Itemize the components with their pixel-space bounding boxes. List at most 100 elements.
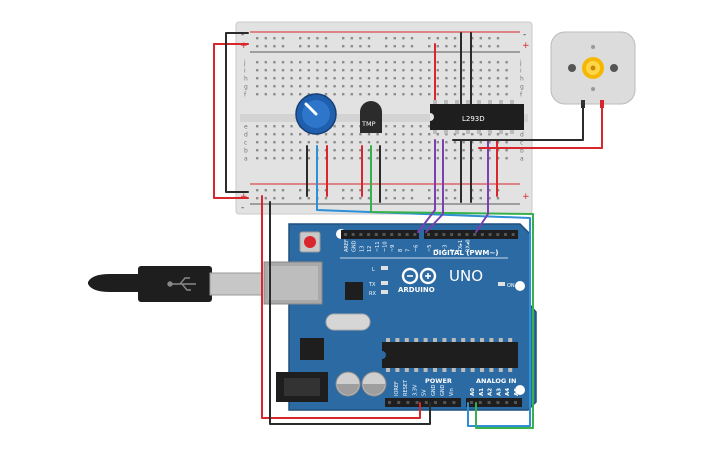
power-pin-label: IOREF xyxy=(394,381,400,396)
wire-black-rail-left xyxy=(225,32,249,193)
motor-gear-icon xyxy=(582,57,604,79)
wire-red-5v xyxy=(261,195,421,419)
power-pin-label: 5V xyxy=(422,389,428,396)
digital-header-left xyxy=(341,230,419,239)
rail-minus-top-left: - xyxy=(241,30,244,40)
uno-model-label: UNO xyxy=(449,267,483,285)
row-letter: d xyxy=(244,132,248,139)
wire-green-tmp-out xyxy=(370,145,534,429)
l293d-label: L293D xyxy=(462,115,485,123)
power-pin-label: RESET xyxy=(403,379,409,396)
digital-pin-label: ~9 xyxy=(390,245,396,252)
wire-purple-pin3 xyxy=(475,139,489,233)
row-letter: g xyxy=(520,84,524,91)
led-l-label: L xyxy=(372,267,375,273)
row-letter: h xyxy=(520,76,524,83)
crystal-oscillator xyxy=(325,313,371,331)
tmp-label: TMP xyxy=(361,120,376,128)
power-pin-label: GND xyxy=(440,384,446,396)
analog-in-label: ANALOG IN xyxy=(476,377,516,385)
dc-motor[interactable] xyxy=(550,31,636,108)
digital-pwm-label: DIGITAL (PWM~) xyxy=(433,249,498,257)
row-letter: f xyxy=(244,92,247,99)
row-letter: a xyxy=(520,156,524,163)
digital-pin-label: ~3 xyxy=(442,245,448,252)
led-rx xyxy=(381,290,388,294)
digital-pin-label: 2 xyxy=(450,249,456,252)
led-tx-label: TX xyxy=(368,282,376,288)
l293d-chip[interactable] xyxy=(430,100,524,134)
potentiometer[interactable] xyxy=(295,93,337,135)
wire-black-gnd xyxy=(269,201,431,425)
analog-header xyxy=(466,398,522,407)
rail-plus-top-left: + xyxy=(240,41,248,51)
arduino-infinity-logo-icon xyxy=(401,267,437,285)
analog-pin-label: A5 xyxy=(514,388,520,396)
rail-minus-bottom-left: - xyxy=(241,203,244,213)
analog-pin-label: A1 xyxy=(479,388,485,396)
power-pin-label: 3.3V xyxy=(412,384,418,396)
digital-pin-label: 4 xyxy=(435,249,441,252)
row-letter: b xyxy=(520,148,524,155)
temperature-sensor[interactable] xyxy=(360,101,382,133)
digital-pin-label: RX◂0 xyxy=(466,239,472,252)
digital-pin-label: ~10 xyxy=(383,241,389,252)
row-letter: c xyxy=(520,140,523,147)
digital-pin-label: AREF xyxy=(344,239,350,252)
wire-purple-pin10 xyxy=(425,139,444,233)
power-label: POWER xyxy=(425,377,452,385)
digital-pin-label: 13 xyxy=(359,246,365,252)
rail-minus-top-right: - xyxy=(523,30,526,40)
wire-purple-pin9 xyxy=(417,139,436,233)
digital-pin-label: GND xyxy=(352,240,358,252)
wire-blue-pot-wiper xyxy=(316,145,531,427)
power-jack xyxy=(276,372,328,402)
analog-pin-label: A0 xyxy=(470,388,476,396)
rail-plus-bottom-right: + xyxy=(522,192,530,202)
analog-pin-label: A2 xyxy=(488,388,494,396)
row-letter: d xyxy=(520,132,524,139)
row-letter: h xyxy=(244,76,248,83)
usb-port-inner xyxy=(268,266,318,300)
atmega-microcontroller xyxy=(382,338,518,372)
digital-pin-label: ~5 xyxy=(427,245,433,252)
wire-black-motor xyxy=(452,105,584,141)
row-letter: c xyxy=(244,140,247,147)
usb-cable[interactable] xyxy=(88,266,263,302)
digital-pin-label: ~6 xyxy=(413,245,419,252)
led-tx xyxy=(381,281,388,285)
wire-red-motor xyxy=(478,105,603,149)
digital-header-right xyxy=(424,230,518,239)
row-letter: f xyxy=(520,92,523,99)
arduino-brand-label: ARDUINO xyxy=(398,286,435,294)
led-rx-label: RX xyxy=(369,291,376,297)
rail-plus-top-right: + xyxy=(522,41,530,51)
power-pin-label: GND xyxy=(431,384,437,396)
capacitor-1 xyxy=(335,371,361,397)
digital-pin-label: ~11 xyxy=(375,241,381,252)
digital-pin-label: TX▸1 xyxy=(458,240,464,253)
reset-button[interactable] xyxy=(299,231,321,253)
capacitor-2 xyxy=(361,371,387,397)
wire-red-rail-left xyxy=(213,43,249,199)
row-letter: b xyxy=(244,148,248,155)
digital-pin-label: 7 xyxy=(406,249,412,252)
analog-pin-label: A3 xyxy=(496,388,502,396)
voltage-regulator xyxy=(300,338,324,360)
power-pin-label: Vin xyxy=(449,388,455,396)
analog-pin-label: A4 xyxy=(505,388,511,396)
digital-pin-label: 12 xyxy=(367,246,373,252)
row-letter: i xyxy=(520,68,522,75)
usb-symbol-icon xyxy=(167,277,196,291)
row-letter: j xyxy=(519,60,522,67)
on-led-label: ON xyxy=(507,283,515,289)
breadboard xyxy=(235,21,533,215)
power-header xyxy=(385,398,461,407)
digital-pin-label: 8 xyxy=(398,249,404,252)
usb-controller-chip xyxy=(345,282,363,300)
row-letter: e xyxy=(244,124,248,131)
row-letter: a xyxy=(244,156,248,163)
row-letter: i xyxy=(244,68,246,75)
row-letter: g xyxy=(244,84,248,91)
